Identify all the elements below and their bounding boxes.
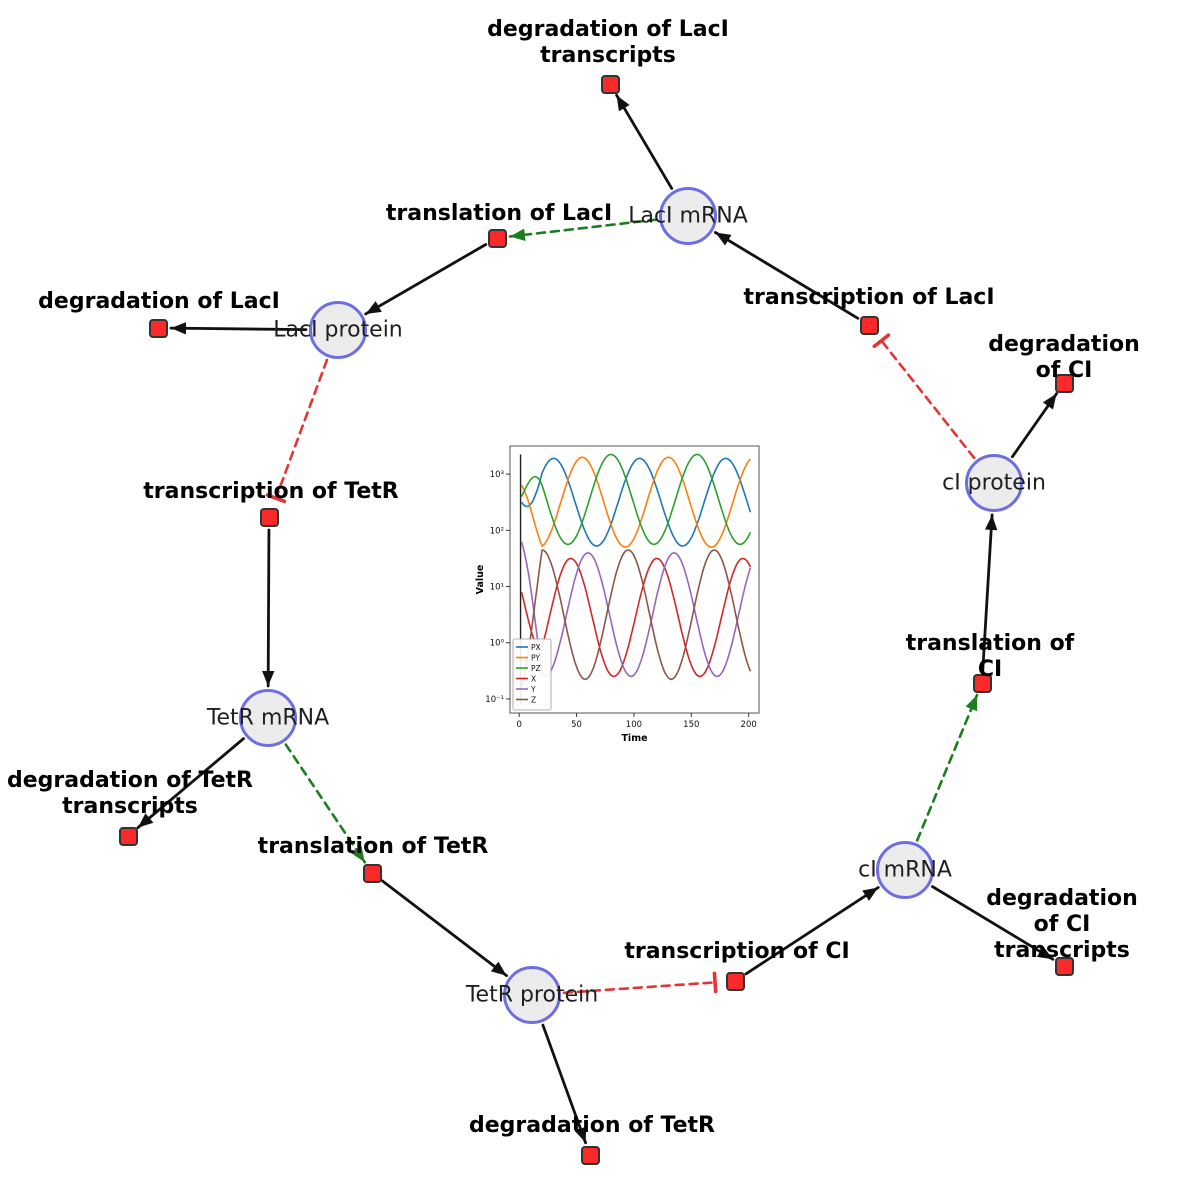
reaction-node-deg_laci_tx[interactable] xyxy=(600,74,620,94)
species-node-tetr_protein[interactable] xyxy=(503,966,561,1024)
edge-transcription_laci-laci_mrna xyxy=(714,231,860,320)
edge-transcription_ci-ci_mrna xyxy=(744,886,880,976)
y-tick-label: 10⁰ xyxy=(490,639,505,649)
edge-ci_protein-transcription_laci xyxy=(880,339,976,460)
edge-translation_tetr-tetr_protein xyxy=(380,879,508,977)
reaction-node-translation_tetr[interactable] xyxy=(362,863,382,883)
reaction-node-deg_tetr[interactable] xyxy=(580,1145,600,1165)
edge-tetr_mrna-deg_tetr_tx xyxy=(136,737,245,830)
arrowhead-translation_tetr-tetr_protein xyxy=(490,961,507,976)
species-node-ci_mrna[interactable] xyxy=(876,841,934,899)
edge-tetr_protein-deg_tetr xyxy=(541,1023,587,1145)
inhibit-tee-transcription_tetr xyxy=(265,493,287,504)
edge-laci_protein-transcription_tetr xyxy=(274,358,329,500)
y-tick-label: 10¹ xyxy=(490,583,504,593)
x-axis-label: Time xyxy=(621,733,647,744)
series-PZ xyxy=(520,453,752,546)
y-tick-label: 10³ xyxy=(490,470,504,480)
arrowhead-transcription_ci-ci_mrna xyxy=(862,887,879,901)
reaction-node-deg_ci_tx[interactable] xyxy=(1054,956,1074,976)
edge-laci_mrna-deg_laci_tx xyxy=(615,93,674,190)
edge-tetr_mrna-translation_tetr xyxy=(284,743,367,864)
species-node-laci_mrna[interactable] xyxy=(659,187,717,245)
species-node-ci_protein[interactable] xyxy=(965,454,1023,512)
y-axis-label: Value xyxy=(475,565,486,595)
arrowhead-ci_mrna-deg_ci_tx xyxy=(1036,946,1053,960)
series-Y xyxy=(520,541,752,678)
edge-ci_mrna-translation_ci xyxy=(915,693,979,842)
x-tick-label: 0 xyxy=(516,720,521,730)
reaction-node-transcription_ci[interactable] xyxy=(725,971,745,991)
legend-entry: PX xyxy=(531,643,541,652)
legend-entry: Z xyxy=(531,695,536,704)
x-tick-label: 100 xyxy=(626,720,642,730)
reaction-node-deg_tetr_tx[interactable] xyxy=(118,826,138,846)
inhibit-tee-transcription_ci xyxy=(712,971,718,994)
arrowhead-laci_mrna-deg_laci_tx xyxy=(616,95,630,112)
edge-translation_ci-ci_protein xyxy=(981,513,994,672)
legend-entry: PY xyxy=(531,653,540,662)
arrowhead-transcription_laci-laci_mrna xyxy=(715,232,732,246)
legend-entry: Y xyxy=(530,685,536,694)
legend-entry: PZ xyxy=(531,664,541,673)
reaction-node-deg_ci[interactable] xyxy=(1054,373,1074,393)
plot-frame xyxy=(509,445,760,714)
edge-tetr_protein-transcription_ci xyxy=(562,981,717,995)
arrowhead-translation_ci-ci_protein xyxy=(984,514,998,531)
reaction-node-transcription_tetr[interactable] xyxy=(259,507,279,527)
arrowhead-translation_laci-laci_protein xyxy=(365,301,382,314)
arrowhead-ci_protein-deg_ci xyxy=(1042,393,1057,410)
species-node-tetr_mrna[interactable] xyxy=(239,689,297,747)
x-tick-label: 200 xyxy=(741,720,757,730)
series-Z xyxy=(520,549,752,688)
arrowhead-laci_protein-deg_laci xyxy=(170,322,187,335)
y-tick-label: 10⁻¹ xyxy=(485,695,504,705)
reaction-node-translation_laci[interactable] xyxy=(487,228,507,248)
series-X xyxy=(520,557,752,678)
species-node-laci_protein[interactable] xyxy=(309,301,367,359)
arrowhead-tetr_mrna-deg_tetr_tx xyxy=(137,813,154,828)
reaction-node-deg_laci[interactable] xyxy=(148,318,168,338)
arrowhead-transcription_tetr-tetr_mrna xyxy=(262,670,275,687)
arrowhead-laci_mrna-translation_laci xyxy=(509,228,526,241)
reaction-node-transcription_laci[interactable] xyxy=(859,315,879,335)
edge-laci_mrna-translation_laci xyxy=(508,218,658,238)
edge-laci_protein-deg_laci xyxy=(169,326,308,332)
reaction-node-translation_ci[interactable] xyxy=(972,673,992,693)
inhibit-tee-transcription_laci xyxy=(872,333,891,349)
y-tick-label: 10² xyxy=(490,526,504,536)
edge-translation_laci-laci_protein xyxy=(364,243,488,316)
arrowhead-tetr_mrna-translation_tetr xyxy=(351,846,365,863)
x-tick-label: 50 xyxy=(571,720,582,730)
arrowhead-ci_mrna-translation_ci xyxy=(965,695,978,712)
legend-entry: X xyxy=(531,674,536,683)
edge-transcription_tetr-tetr_mrna xyxy=(266,528,271,688)
x-tick-label: 150 xyxy=(683,720,699,730)
edge-ci_mrna-deg_ci_tx xyxy=(930,885,1055,961)
series-PY xyxy=(520,456,751,548)
arrowhead-tetr_protein-deg_tetr xyxy=(574,1126,587,1143)
